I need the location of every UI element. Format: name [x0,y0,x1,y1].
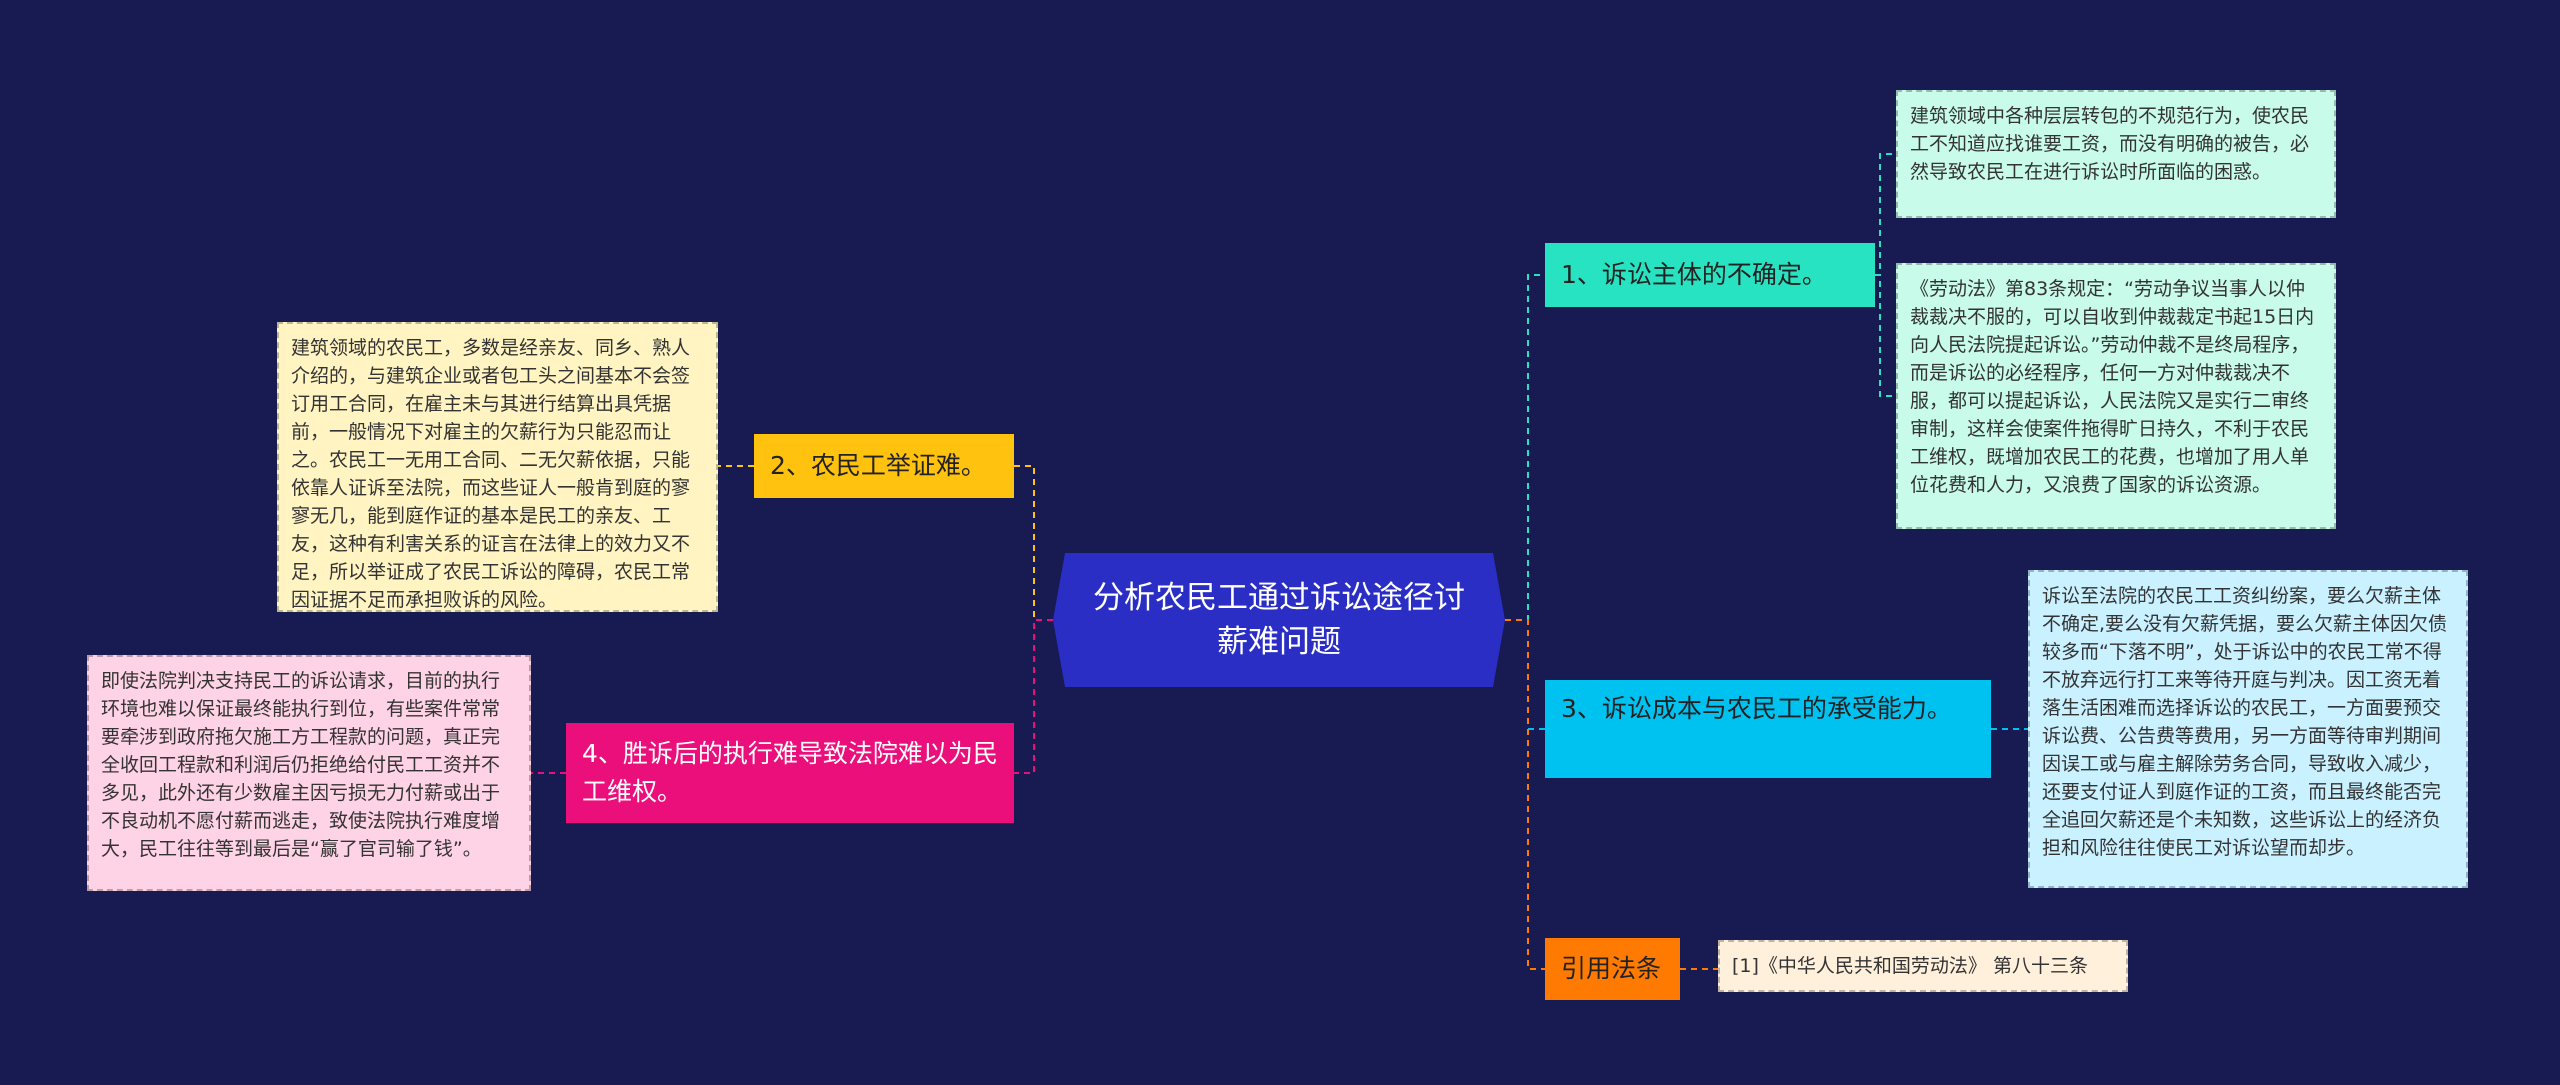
leaf-note-labor-law-83[interactable]: 《劳动法》第83条规定：“劳动争议当事人以仲裁裁决不服的，可以自收到仲裁裁定书起… [1896,263,2336,529]
branch-label: 4、胜诉后的执行难导致法院难以为民工维权。 [582,739,998,806]
branch-label: 1、诉讼主体的不确定。 [1561,260,1827,289]
connector-branch-2 [1014,465,1053,621]
leaf-note-cost-burden[interactable]: 诉讼至法院的农民工工资纠纷案，要么欠薪主体不确定,要么没有欠薪凭据，要么欠薪主体… [2028,570,2468,888]
connector-branch-4 [1014,619,1053,774]
branch-enforcement-difficulty[interactable]: 4、胜诉后的执行难导致法院难以为民工维权。 [566,723,1014,823]
branch-label: 2、农民工举证难。 [770,451,986,480]
branch-burden-of-proof[interactable]: 2、农民工举证难。 [754,434,1014,498]
connector-branch-5 [1505,619,1545,970]
connector-leaf-1b [1875,274,1896,397]
central-topic[interactable]: 分析农民工通过诉讼途径讨薪难问题 [1053,553,1505,687]
connector-leaf-1a [1875,153,1896,276]
leaf-text: 建筑领域中各种层层转包的不规范行为，使农民工不知道应找谁要工资，而没有明确的被告… [1910,105,2310,183]
branch-cited-law[interactable]: 引用法条 [1545,938,1680,1000]
branch-label: 3、诉讼成本与农民工的承受能力。 [1561,694,1952,723]
leaf-text: 《劳动法》第83条规定：“劳动争议当事人以仲裁裁决不服的，可以自收到仲裁裁定书起… [1910,278,2315,496]
central-topic-label: 分析农民工通过诉讼途径讨薪难问题 [1093,580,1465,660]
leaf-note-enforcement[interactable]: 即使法院判决支持民工的诉讼请求，目前的执行环境也难以保证最终能执行到位，有些案件… [87,655,531,891]
leaf-note-evidence[interactable]: 建筑领域的农民工，多数是经亲友、同乡、熟人介绍的，与建筑企业或者包工头之间基本不… [277,322,718,612]
leaf-note-subcontracting[interactable]: 建筑领域中各种层层转包的不规范行为，使农民工不知道应找谁要工资，而没有明确的被告… [1896,90,2336,218]
branch-label: 引用法条 [1561,954,1662,983]
leaf-text: [1]《中华人民共和国劳动法》 第八十三条 [1732,955,2088,977]
branch-litigation-subject[interactable]: 1、诉讼主体的不确定。 [1545,243,1875,307]
leaf-note-citation[interactable]: [1]《中华人民共和国劳动法》 第八十三条 [1718,940,2128,992]
leaf-text: 即使法院判决支持民工的诉讼请求，目前的执行环境也难以保证最终能执行到位，有些案件… [101,670,501,860]
connector-branch-1 [1505,274,1545,621]
leaf-text: 诉讼至法院的农民工工资纠纷案，要么欠薪主体不确定,要么没有欠薪凭据，要么欠薪主体… [2042,585,2448,859]
branch-litigation-cost[interactable]: 3、诉讼成本与农民工的承受能力。 [1545,680,1991,778]
connector-branch-3 [1505,619,1545,730]
leaf-text: 建筑领域的农民工，多数是经亲友、同乡、熟人介绍的，与建筑企业或者包工头之间基本不… [291,337,691,611]
